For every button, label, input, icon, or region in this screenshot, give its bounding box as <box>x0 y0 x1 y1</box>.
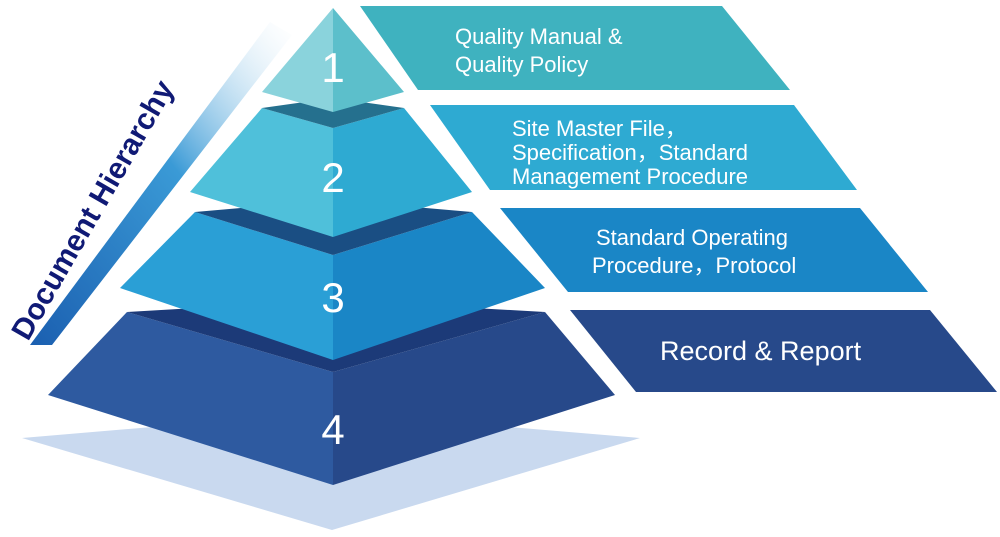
level-3-left-face <box>120 212 333 360</box>
level-2-line-2: Specification，Standard <box>512 140 748 165</box>
level-4-band <box>570 310 997 392</box>
hierarchy-arrow-band <box>30 22 292 345</box>
level-2-right-face <box>333 108 472 237</box>
level-3-number: 3 <box>321 274 344 321</box>
level-3-right-face <box>333 212 545 360</box>
level-2-number: 2 <box>321 154 344 201</box>
level-4-description: Record & Report <box>660 336 862 366</box>
level-1-line-2: Quality Policy <box>455 52 588 77</box>
level-1-right-face <box>333 8 404 112</box>
level-2-top-ledge <box>262 98 404 128</box>
level-3-description: Standard Operating Procedure，Protocol <box>592 225 796 278</box>
level-1-description: Quality Manual & Quality Policy <box>455 24 629 77</box>
level-1-line-1: Quality Manual & <box>455 24 623 49</box>
pyramid-level-2 <box>190 98 472 237</box>
level-3-line-2: Procedure，Protocol <box>592 253 796 278</box>
level-4-number: 4 <box>321 406 344 453</box>
level-3-line-1: Standard Operating <box>596 225 788 250</box>
level-3-band <box>500 208 928 292</box>
level-2-line-3: Management Procedure <box>512 164 748 189</box>
level-2-line-1: Site Master File， <box>512 116 687 141</box>
level-4-line-1: Record & Report <box>660 336 862 366</box>
level-4-right-face <box>333 312 615 485</box>
pyramid-level-1 <box>262 8 404 112</box>
level-1-number: 1 <box>321 44 344 91</box>
level-1-left-face <box>262 8 333 112</box>
level-2-band <box>430 105 857 190</box>
level-4-left-face <box>48 312 333 485</box>
level-1-band <box>360 6 790 90</box>
level-2-left-face <box>190 108 333 237</box>
level-2-description: Site Master File， Specification，Standard… <box>512 116 754 189</box>
